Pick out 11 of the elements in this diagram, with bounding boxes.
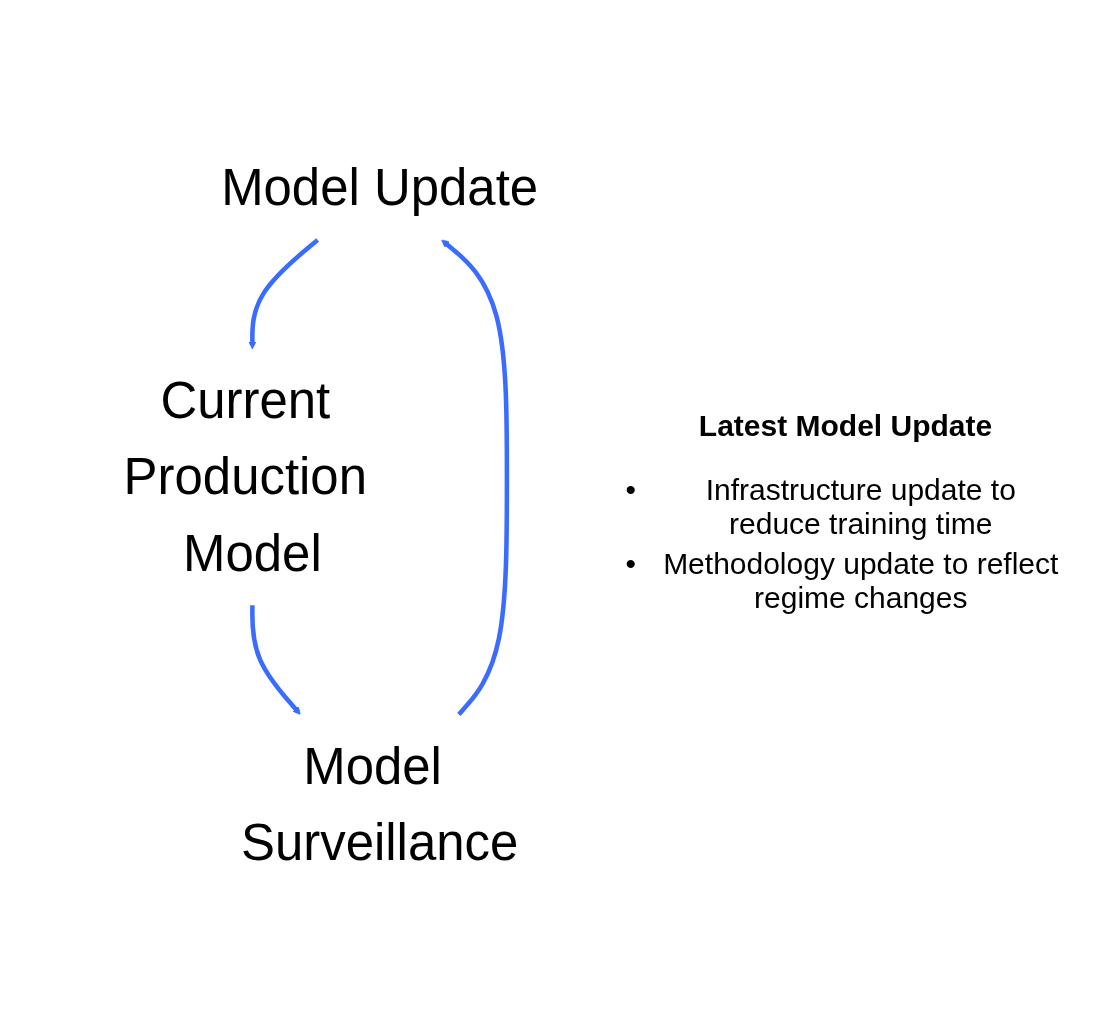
arrow [440,239,509,716]
node-text: Model Update [220,158,538,216]
node-text: Model Surveillance [240,736,518,871]
arrow [247,237,319,349]
node-text: Current Production Model [123,371,367,582]
arrow [249,605,301,715]
bullet-mark: • [625,473,636,507]
bullet-mark: • [625,547,636,581]
bullet-text: Methodology update to reflect regime changes [662,547,1060,615]
note-heading: Latest Model Update [697,409,994,443]
bullet-text: Infrastructure update to reduce training time [704,473,1017,541]
